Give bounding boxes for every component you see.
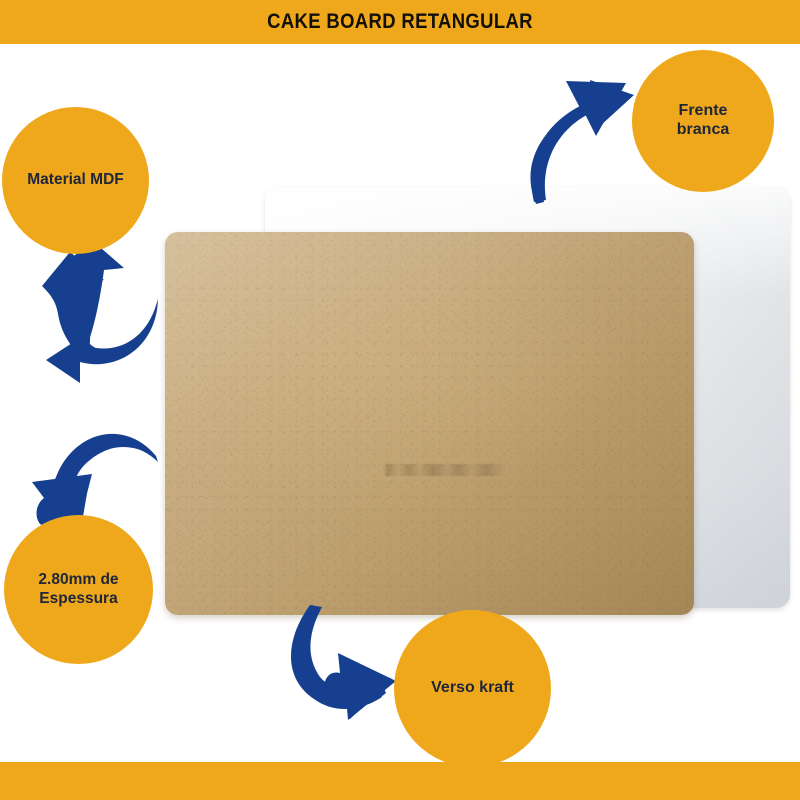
callout-label-material-mdf: Material MDF xyxy=(27,171,124,189)
callout-badge-frente-branca[interactable]: Frente branca xyxy=(632,50,774,192)
callout-badge-verso-kraft[interactable]: Verso kraft xyxy=(394,610,551,767)
callout-label-espessura: 2.80mm de Espessura xyxy=(38,571,118,608)
product-photo xyxy=(0,44,800,762)
kraft-board-sheen xyxy=(165,232,694,615)
callout-badge-espessura[interactable]: 2.80mm de Espessura xyxy=(4,515,153,664)
callout-label-verso-kraft: Verso kraft xyxy=(431,679,514,697)
header-bar xyxy=(0,0,800,44)
kraft-board-stamp xyxy=(383,464,505,476)
callout-label-espessura-line1: 2.80mm de xyxy=(38,571,119,589)
kraft-board-grain xyxy=(165,232,694,615)
page-title: CAKE BOARD RETANGULAR xyxy=(267,10,533,33)
callout-badge-material-mdf[interactable]: Material MDF xyxy=(2,107,149,254)
callout-label-espessura-line2: Espessura xyxy=(39,589,118,607)
callout-label-frente-branca-line1: Frente xyxy=(678,102,728,120)
callout-label-frente-branca-line2: branca xyxy=(676,121,730,138)
footer-bar xyxy=(0,762,800,800)
kraft-board xyxy=(165,232,694,615)
callout-label-frente-branca: Frente branca xyxy=(677,102,729,140)
